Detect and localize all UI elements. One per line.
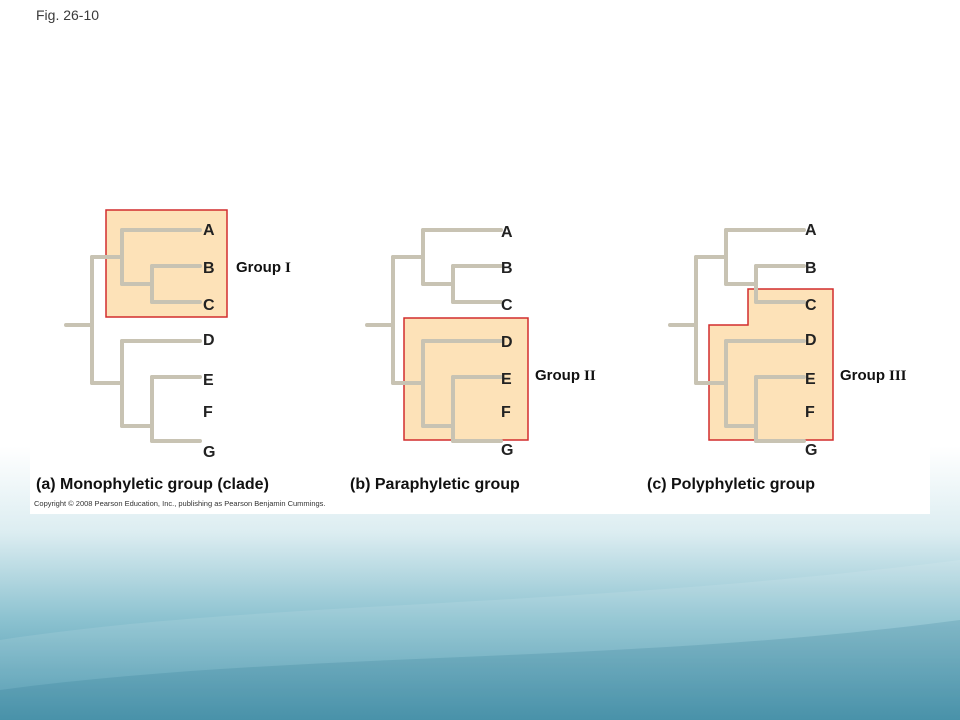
leaf-label-e: E [805, 371, 816, 388]
leaf-label-a: A [501, 224, 513, 241]
tree-b [365, 228, 503, 443]
leaf-label-b: B [501, 260, 513, 277]
tree-c [668, 228, 806, 443]
copyright-notice: Copyright © 2008 Pearson Education, Inc.… [34, 499, 326, 508]
group-box-c [708, 288, 834, 441]
leaf-label-c: C [203, 297, 215, 314]
leaf-label-d: D [805, 332, 817, 349]
leaf-label-e: E [501, 371, 512, 388]
leaf-label-g: G [805, 442, 817, 459]
figure-label: Fig. 26-10 [36, 7, 100, 23]
leaf-label-c: C [501, 297, 513, 314]
leaf-label-d: D [203, 332, 215, 349]
leaf-label-f: F [203, 404, 213, 421]
leaf-label-b: B [805, 260, 817, 277]
leaf-label-f: F [501, 404, 511, 421]
group-box-a [105, 209, 228, 318]
caption-b: (b) Paraphyletic group [350, 476, 520, 493]
leaf-label-a: A [805, 222, 817, 239]
leaf-label-b: B [203, 260, 215, 277]
caption-c: (c) Polyphyletic group [647, 476, 815, 493]
leaf-label-c: C [805, 297, 817, 314]
leaf-label-f: F [805, 404, 815, 421]
leaf-label-a: A [203, 222, 215, 239]
tree-a [64, 228, 202, 443]
leaf-label-g: G [501, 442, 513, 459]
leaf-label-e: E [203, 372, 214, 389]
leaf-label-g: G [203, 444, 215, 461]
leaf-label-d: D [501, 334, 513, 351]
caption-a: (a) Monophyletic group (clade) [36, 476, 269, 493]
